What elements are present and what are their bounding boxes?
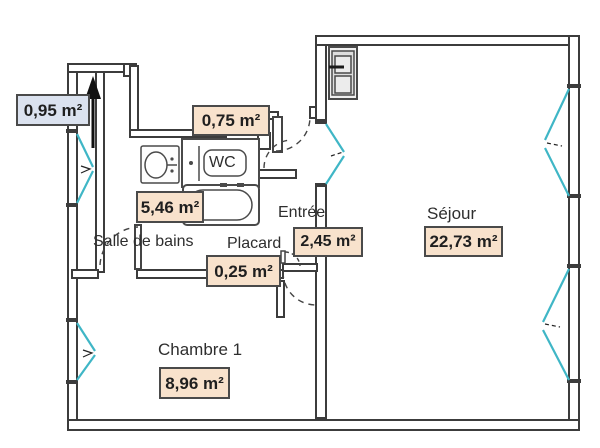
entry-label: Entrée: [278, 204, 326, 221]
closet-area-label: 0,25 m²: [206, 255, 281, 287]
bath-passage-door-icon: [263, 139, 293, 169]
window-bedroom-icon: [66, 318, 96, 384]
entry-area-label: 2,45 m²: [293, 227, 363, 257]
radiator-icon: [328, 46, 358, 100]
corridor-area-label: 0,95 m²: [16, 94, 90, 126]
wall-bottom: [67, 419, 580, 431]
wc-label: WC: [209, 154, 236, 171]
entrance-door-icon: [272, 116, 311, 153]
bathroom-door-icon: [99, 224, 142, 270]
doors: [99, 116, 317, 306]
wall-step-vertical: [129, 65, 139, 137]
bathroom-area-label: 5,46 m²: [136, 191, 204, 223]
north-arrow-icon: [85, 76, 101, 148]
bedroom-area-label: 8,96 m²: [159, 367, 230, 399]
wall-bedroom-top-right: [282, 263, 318, 272]
living-area-label: 22,73 m²: [424, 226, 503, 257]
window-living-left-icon: [315, 119, 345, 187]
window-living-right-upper-icon: [544, 84, 581, 198]
closet-door-icon: [280, 250, 301, 267]
bedroom-label: Chambre 1: [158, 340, 243, 359]
wall-corridor-top: [67, 63, 131, 73]
window-corridor-icon: [66, 129, 94, 207]
sink-icon: [140, 145, 180, 184]
bathroom-label: Salle de bains: [93, 233, 194, 250]
wall-top: [315, 35, 580, 46]
toilet-icon: [181, 138, 260, 188]
living-label: Séjour: [427, 204, 477, 223]
duct-area-label: 0,75 m²: [192, 105, 270, 136]
bedroom-door-icon: [282, 271, 317, 306]
window-living-right-lower-icon: [542, 264, 581, 383]
closet-label: Placard: [227, 235, 282, 252]
wall-bathroom-bottom-left: [71, 269, 99, 279]
wall-corridor-inner: [95, 71, 105, 273]
wall-bath-passage: [255, 169, 297, 179]
wall-living-left-upper: [315, 35, 327, 124]
wall-right: [568, 35, 580, 431]
